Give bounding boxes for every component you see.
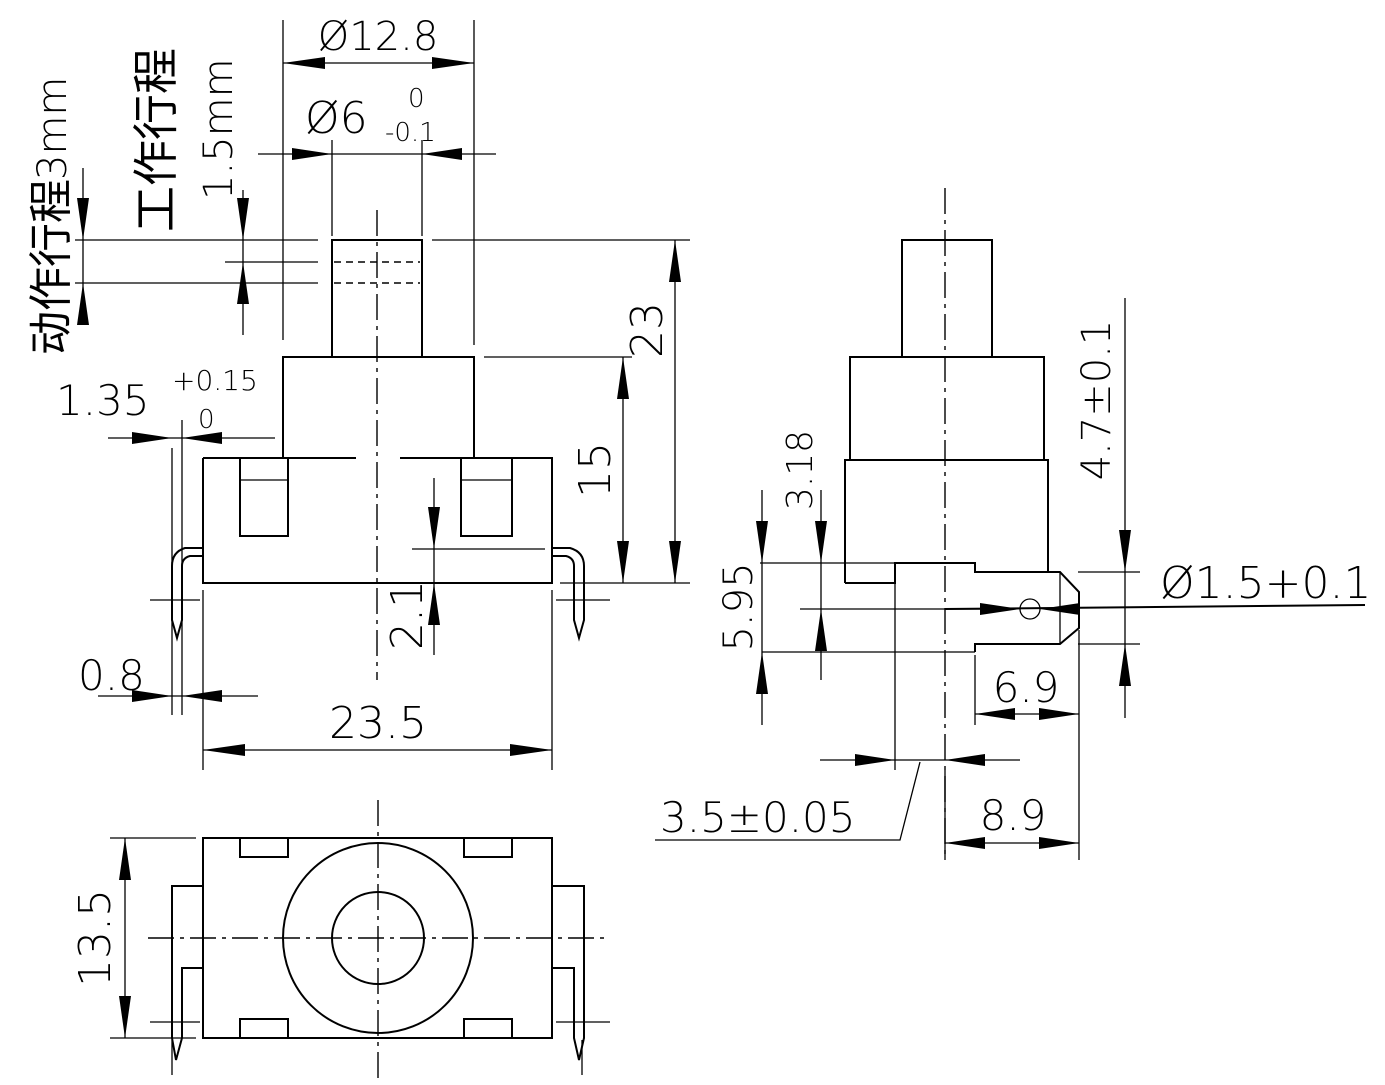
work-stroke-value: 1.5mm — [196, 58, 242, 200]
body-front — [202, 457, 553, 584]
dim-dia-outer: Ø12.8 — [318, 14, 439, 60]
dim-dia-shaft: Ø6 — [305, 93, 368, 144]
dim-side-a: 3.18 — [780, 430, 821, 510]
slot-left — [239, 457, 289, 537]
plunger-side — [901, 239, 993, 358]
dim-side-c: 4.7±0.1 — [1074, 320, 1120, 481]
dim-slot-width: 1.35 — [56, 376, 150, 425]
pin-right — [552, 547, 585, 642]
pin-left — [171, 547, 203, 642]
bottom-view: 13.5 — [70, 800, 610, 1080]
pin-right-bottom — [552, 885, 585, 1061]
action-stroke-value: 3mm — [30, 77, 76, 180]
pin-left-bottom — [171, 885, 203, 1061]
dim-depth: 13.5 — [70, 889, 121, 987]
dim-base-offset: 2.1 — [382, 580, 433, 650]
dim-dia-shaft-tol-upper: 0 — [408, 84, 425, 114]
body-side — [844, 459, 1049, 583]
dim-side-d: 6.9 — [993, 663, 1060, 712]
dim-slot-tol-lower: 0 — [198, 405, 215, 435]
dim-hole-dia: Ø1.5+0.1 — [1160, 558, 1371, 609]
housing-top-side — [849, 356, 1045, 460]
dim-body-width: 23.5 — [329, 698, 427, 749]
side-view: 3.18 5.95 4.7±0.1 Ø1.5+0.1 6.9 8.9 3.5±0… — [655, 188, 1371, 860]
dim-side-e: 8.9 — [980, 791, 1047, 840]
dim-height-body: 15 — [570, 442, 621, 498]
dim-slot-tol-upper: +0.15 — [172, 364, 258, 397]
dim-side-f: 3.5±0.05 — [660, 793, 856, 842]
dim-pin-thickness: 0.8 — [78, 651, 145, 700]
dim-dia-shaft-tol-lower: -0.1 — [385, 118, 436, 148]
dim-height-total: 23 — [622, 302, 673, 358]
dim-side-b: 5.95 — [716, 562, 762, 651]
housing-top-front — [282, 356, 475, 458]
slot-right — [460, 457, 513, 537]
action-stroke-label: 动作行程 — [26, 179, 77, 355]
work-stroke-label: 工作行程 — [129, 48, 183, 232]
front-view: Ø12.8 Ø6 0 -0.1 工作行程 1.5mm 动作行程 3mm 23 1… — [26, 14, 690, 770]
